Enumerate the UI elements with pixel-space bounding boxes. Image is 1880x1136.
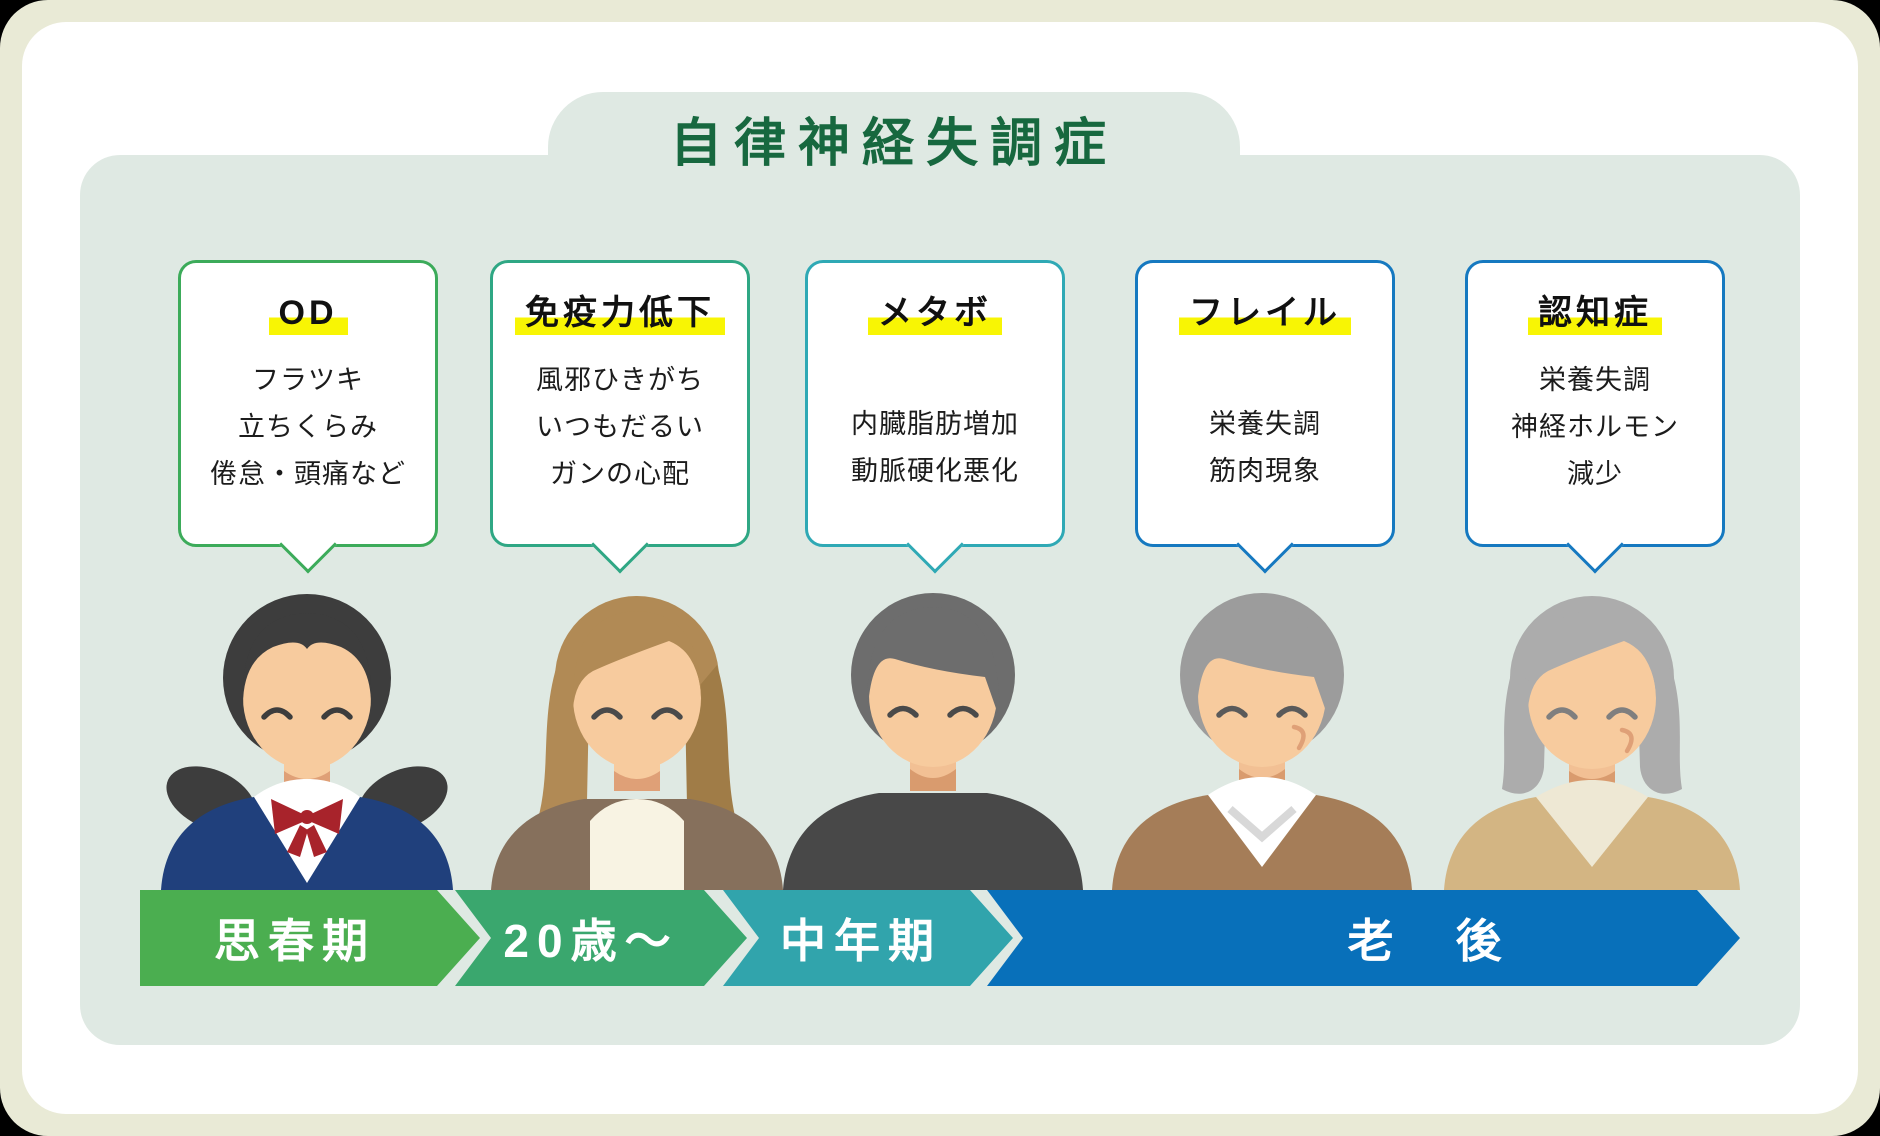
- bubble-line: 内臓脂肪増加: [851, 408, 1019, 439]
- bubble-line: いつもだるい: [536, 411, 704, 442]
- bubble-line: フラツキ: [252, 364, 364, 395]
- bubble-body: 内臓脂肪増加 動脈硬化悪化: [808, 401, 1062, 495]
- stage-arrow-old-age: 老 後: [987, 890, 1740, 986]
- bubble-line: 栄養失調: [1209, 408, 1321, 439]
- bubble-metabo: メタボ 内臓脂肪増加 動脈硬化悪化: [805, 260, 1065, 574]
- bubble-od: OD フラツキ 立ちくらみ 倦怠・頭痛など: [178, 260, 438, 574]
- bubble-line: 立ちくらみ: [238, 411, 378, 442]
- bubble-line: 神経ホルモン: [1511, 411, 1679, 442]
- stage-arrow-adolescence: 思春期: [140, 890, 480, 986]
- stage-arrow-middle-age: 中年期: [723, 890, 1013, 986]
- middle-aged-man-icon: [753, 575, 1113, 890]
- title-tab: 自律神経失調症: [548, 92, 1240, 173]
- elderly-woman-icon: [1412, 575, 1772, 890]
- bubble-heading: 免疫力低下: [515, 291, 725, 337]
- stage-arrow-twenties: 20歳〜: [455, 890, 747, 986]
- teen-girl-icon: [127, 575, 487, 890]
- stage-label: 思春期: [214, 915, 376, 967]
- bubble-line: 倦怠・頭痛など: [210, 458, 406, 489]
- page-title: 自律神経失調症: [669, 114, 1118, 173]
- bubble-line: ガンの心配: [550, 458, 690, 489]
- young-woman-icon: [457, 575, 817, 890]
- bubble-immunity: 免疫力低下 風邪ひきがち いつもだるい ガンの心配: [490, 260, 750, 574]
- bubble-heading: 認知症: [1528, 291, 1662, 337]
- bubble-line: 風邪ひきがち: [536, 364, 704, 395]
- bubble-body: 栄養失調 筋肉現象: [1138, 401, 1392, 495]
- bubble-heading: OD: [268, 291, 348, 337]
- stage-label: 中年期: [780, 915, 942, 967]
- stage-label: 老 後: [1347, 915, 1510, 967]
- bubble-body: フラツキ 立ちくらみ 倦怠・頭痛など: [181, 357, 435, 498]
- bubble-heading: メタボ: [868, 291, 1002, 337]
- bubble-line: 動脈硬化悪化: [851, 455, 1019, 486]
- bubble-body: 栄養失調 神経ホルモン 減少: [1468, 357, 1722, 498]
- bubble-frail: フレイル 栄養失調 筋肉現象: [1135, 260, 1395, 574]
- bubble-line: 筋肉現象: [1209, 455, 1321, 486]
- bubble-body: 風邪ひきがち いつもだるい ガンの心配: [493, 357, 747, 498]
- senior-man-icon: [1082, 575, 1442, 890]
- bubble-dementia: 認知症 栄養失調 神経ホルモン 減少: [1465, 260, 1725, 574]
- stage-label: 20歳〜: [503, 915, 679, 967]
- bubble-line: 減少: [1567, 458, 1623, 489]
- bubble-heading: フレイル: [1179, 291, 1351, 337]
- bubble-line: 栄養失調: [1539, 364, 1651, 395]
